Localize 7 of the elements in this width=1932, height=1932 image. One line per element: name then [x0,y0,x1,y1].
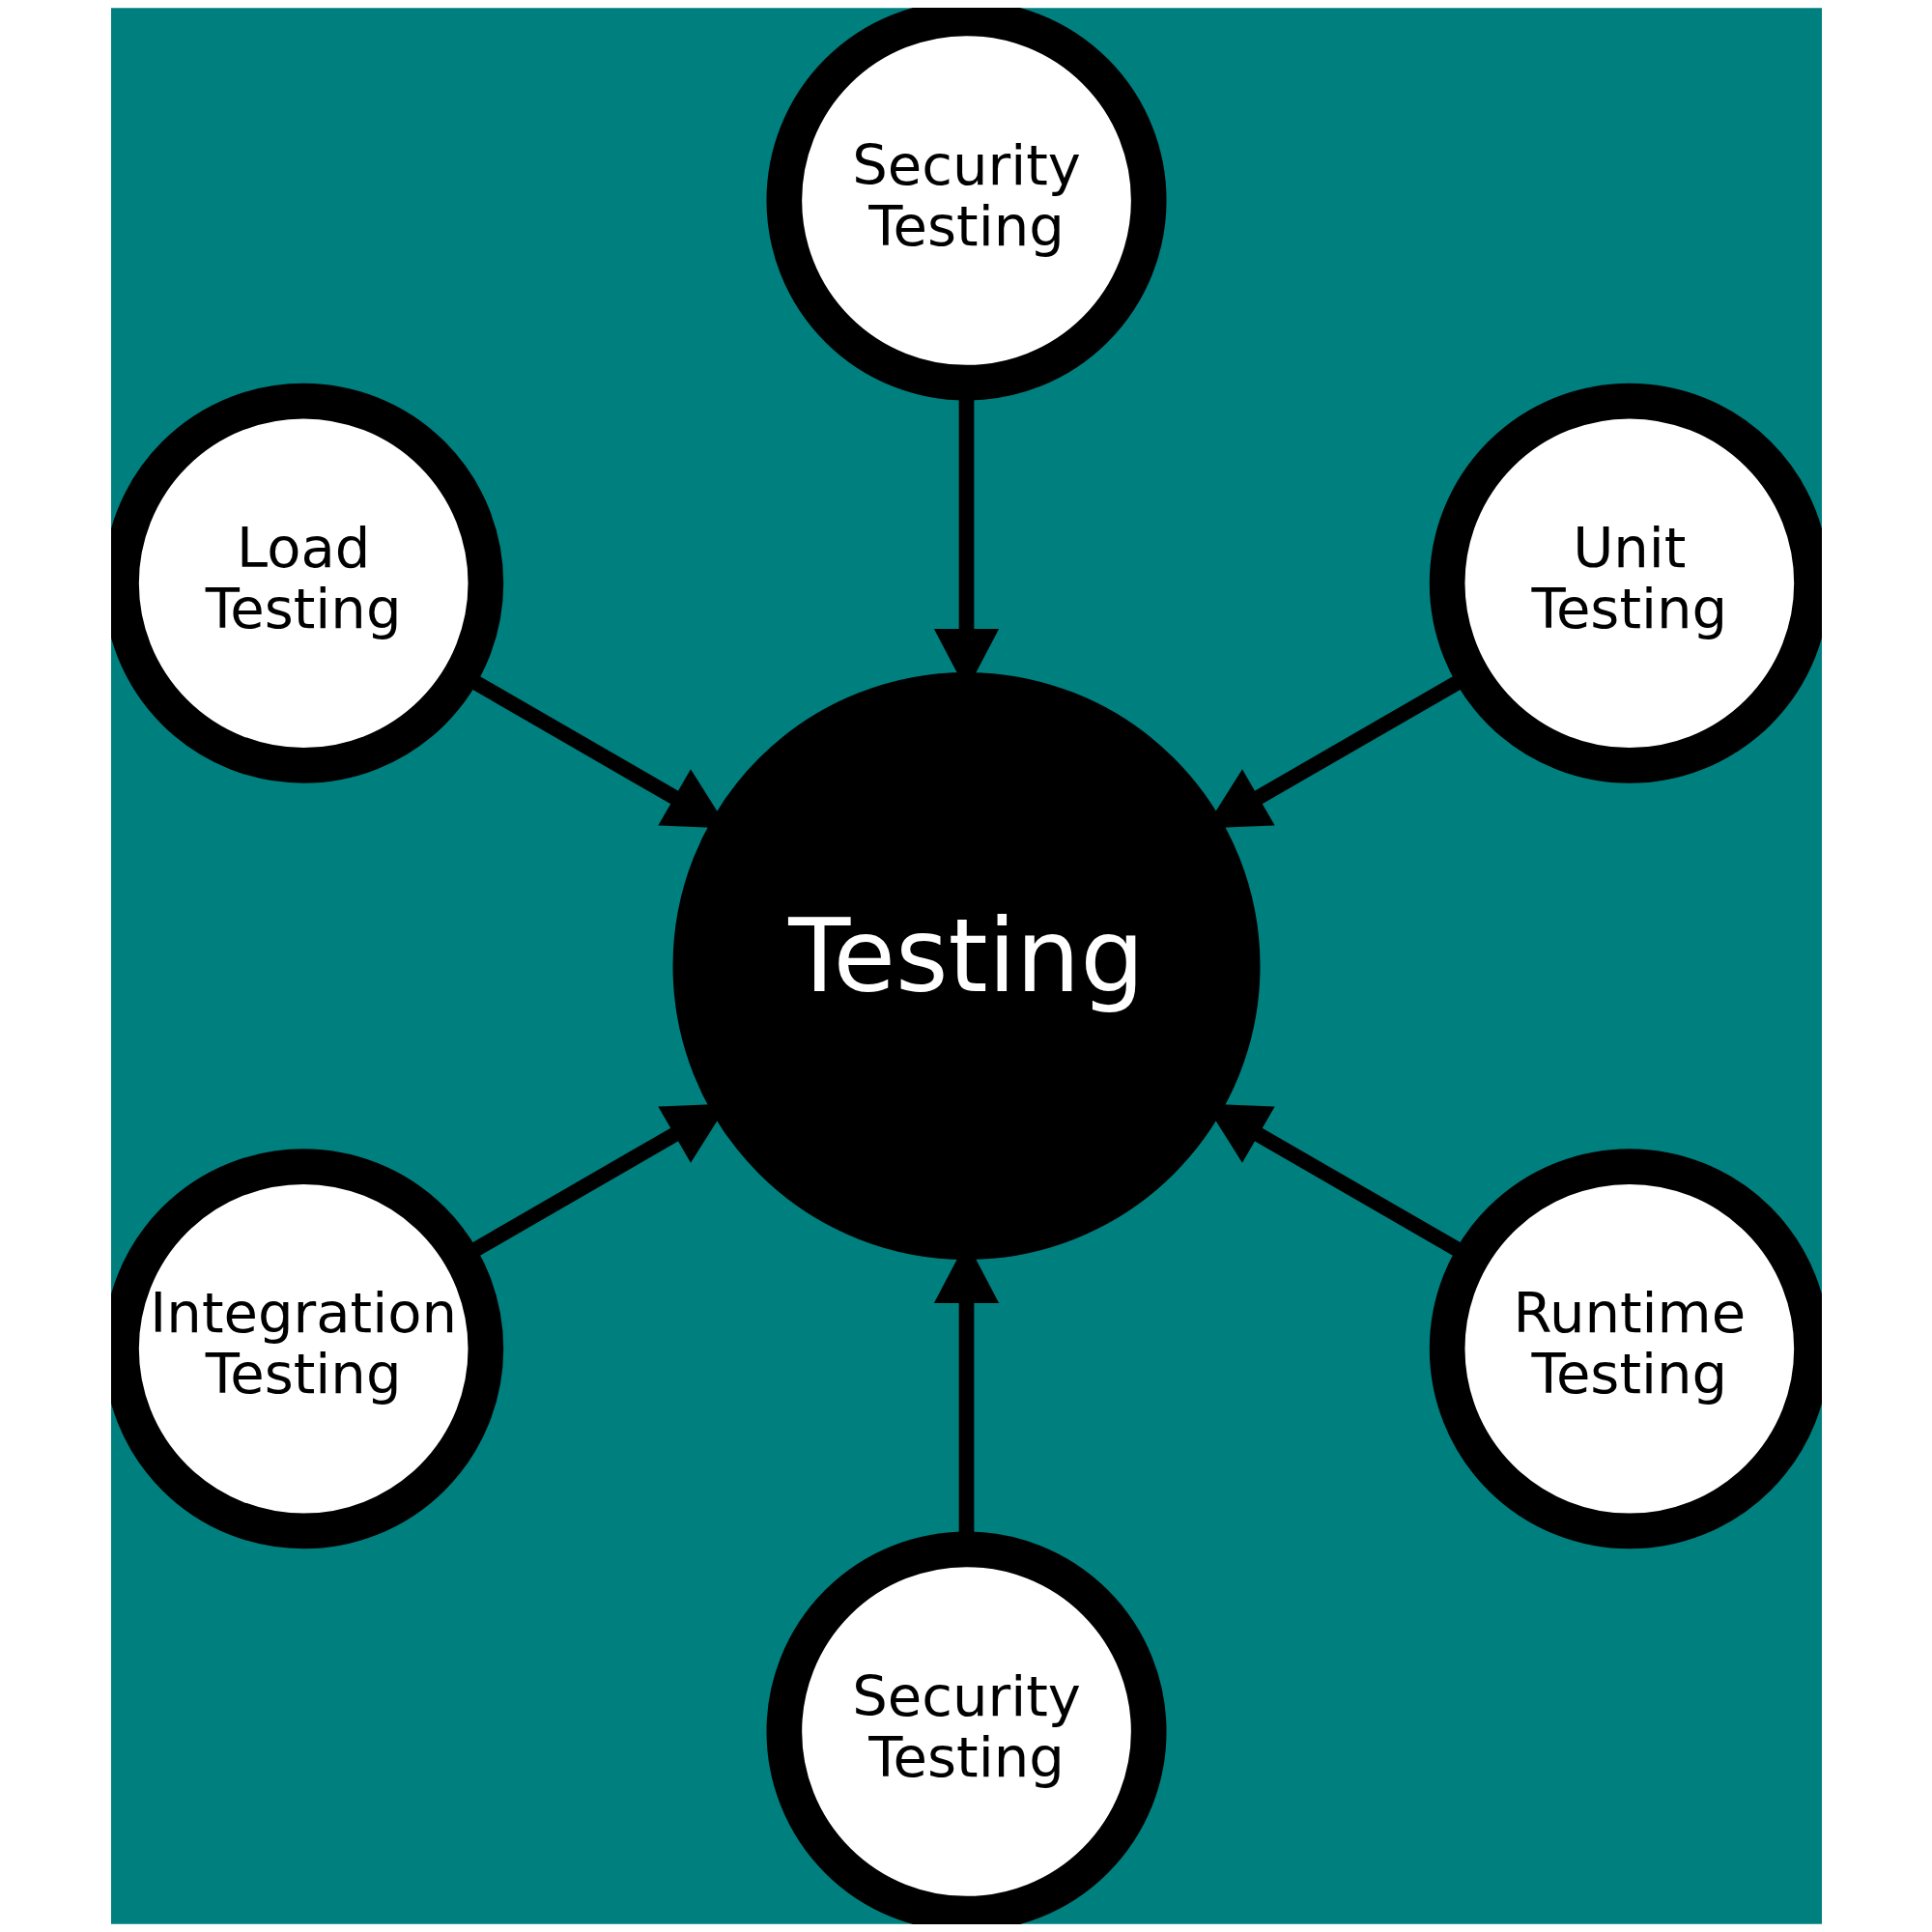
node-circle: Integration Testing [110,1149,503,1549]
node-circle: Load Testing [110,383,503,783]
node-circle: Testing [672,672,1260,1260]
node-circle: Security Testing [765,1531,1167,1924]
node-circle: Runtime Testing [1429,1149,1822,1549]
node-circle: Security Testing [765,8,1167,401]
node-circle: Unit Testing [1429,383,1822,783]
